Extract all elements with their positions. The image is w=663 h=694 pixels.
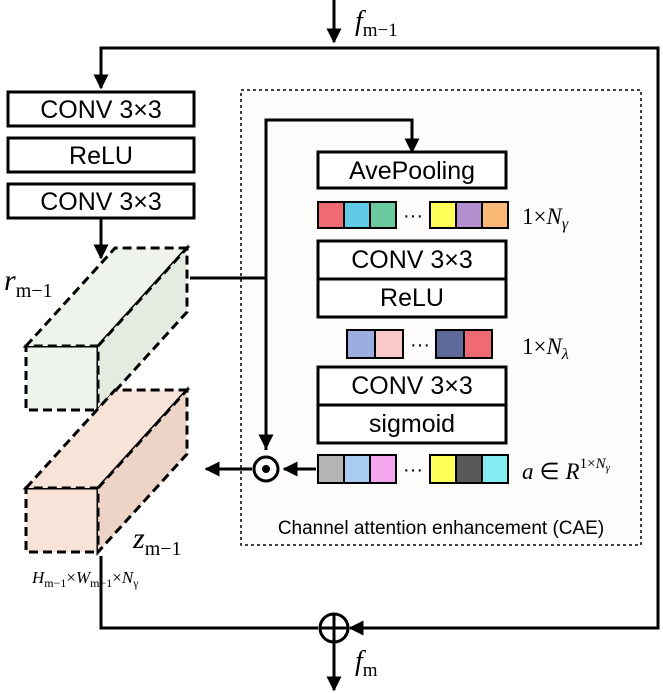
cae-conv1-label: CONV 3×3 [351,246,473,274]
r-tensor-front [24,344,100,412]
cae-relu-label: ReLU [380,284,444,312]
vector-cell [455,454,483,484]
vector-ellipsis: ··· [403,459,423,481]
input-label: fm−1 [355,6,398,41]
vector-cell [374,329,404,359]
vector-cell [429,454,457,484]
vector-cell [317,201,345,229]
output-label: fm [355,646,378,681]
vector-cell [435,329,465,359]
z-to-add-line [99,556,318,630]
cae-sigmoid-label: sigmoid [369,410,455,438]
cae-conv2-label: CONV 3×3 [351,372,473,400]
vector-ellipsis: ··· [410,334,430,356]
avepooling-label: AvePooling [349,157,475,185]
elementwise-add-icon [318,612,350,644]
conv-label-top: CONV 3×3 [40,96,162,124]
vector-cell [429,201,457,229]
pooled-vector: ··· [317,201,509,229]
vector-cell [455,201,483,229]
vector-cell [369,201,397,229]
pooled-vector-size-label: 1×Nγ [522,204,569,233]
attention-vector: ··· [317,454,509,484]
reduced-vector-size-label: 1×Nλ [522,334,569,363]
vector-cell [481,201,509,229]
attention-vector-label: a∈R1×Nγ [522,456,611,484]
vector-cell [463,329,493,359]
z-tensor-front [24,486,100,554]
conv-box-top [6,90,196,128]
vector-cell [317,454,345,484]
reduced-vector: ··· [346,329,493,359]
vector-cell [481,454,509,484]
z-tensor-cuboid [22,386,191,556]
z-tensor-label: zm−1 [132,522,182,560]
vector-cell [343,201,371,229]
r-tensor-side [96,244,189,414]
r-tensor-label: rm−1 [4,264,53,302]
cae-title: Channel attention enhancement (CAE) [278,518,604,539]
conv-label-bottom: CONV 3×3 [40,188,162,216]
conv-box-bottom [6,182,196,220]
avepooling-box [316,150,508,190]
vector-cell [346,329,376,359]
relu-label-left: ReLU [69,142,133,170]
relu-box-left [6,136,196,174]
tensor-dimensions-label: Hm−1×Wm−1×Nγ [31,568,139,590]
z-tensor-side [96,386,189,556]
elementwise-multiply-icon [252,455,280,483]
vector-ellipsis: ··· [403,205,423,227]
vector-cell [343,454,371,484]
r-tensor-cuboid [22,244,191,414]
vector-cell [369,454,397,484]
